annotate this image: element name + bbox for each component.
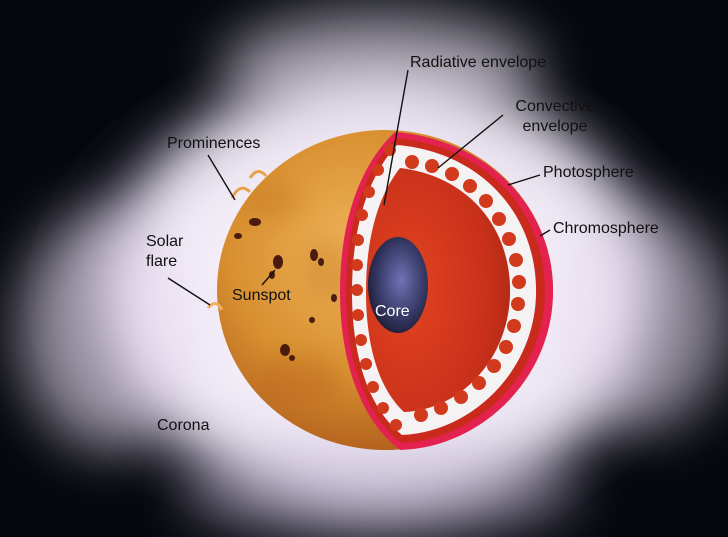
sunspot-label: Sunspot [232,286,291,306]
convective-envelope-label-line1: Convective [500,97,610,117]
solar-flare-label-line1: Solar [146,232,183,252]
solar-flare-label-line2: flare [146,252,183,272]
core-label: Core [375,302,410,322]
prominences-label: Prominences [167,134,260,154]
chromosphere-label: Chromosphere [553,219,659,239]
radiative-envelope-label: Radiative envelope [410,53,546,73]
convective-envelope-label-line2: envelope [500,117,610,137]
corona-label: Corona [157,416,209,436]
convective-envelope-label: Convective envelope [500,97,610,137]
photosphere-label: Photosphere [543,163,634,183]
solar-flare-label: Solar flare [146,232,183,272]
